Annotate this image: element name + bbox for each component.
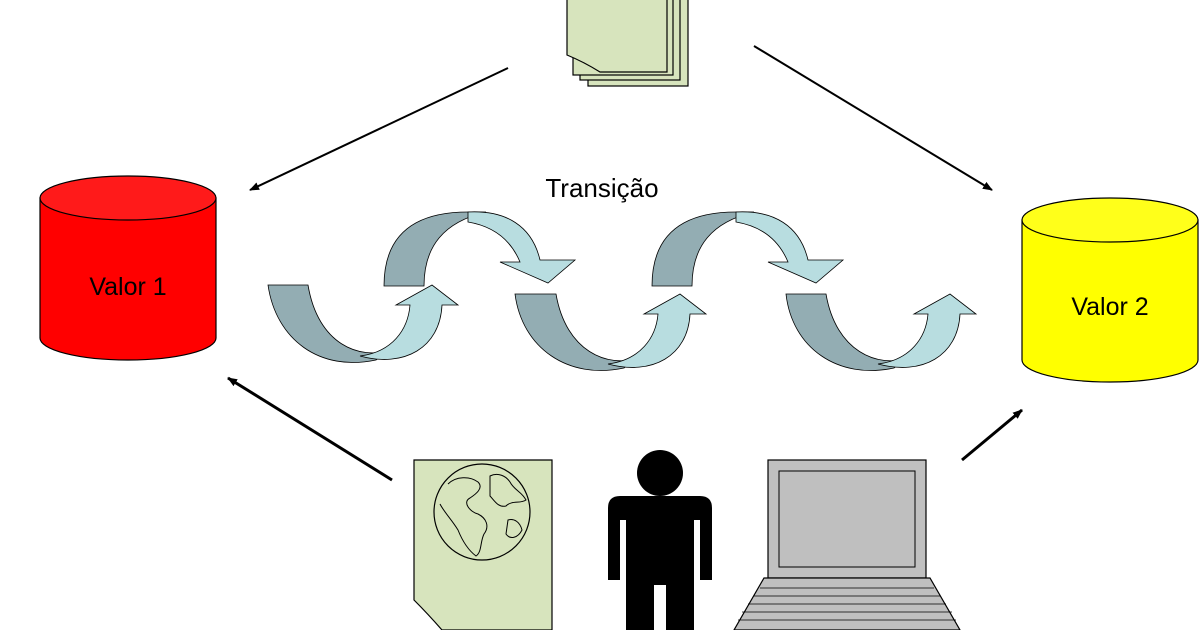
valor2-label: Valor 2 xyxy=(1071,293,1148,321)
arrow-sources-to-valor2 xyxy=(961,408,1023,462)
valor1-label: Valor 1 xyxy=(89,273,166,301)
database-icon-valor2: Valor 2 xyxy=(1021,197,1199,383)
curved-arrow-icon-2 xyxy=(514,211,845,371)
arrow-docs-to-valor2 xyxy=(753,45,993,191)
database-icon-valor1: Valor 1 xyxy=(39,175,217,361)
curved-arrow-icon-3 xyxy=(785,293,978,371)
transition-arrows xyxy=(267,211,978,371)
person-icon xyxy=(608,450,712,630)
arrow-sources-to-valor1 xyxy=(227,376,393,482)
transition-label: Transição xyxy=(545,173,658,203)
curved-arrow-icon-1 xyxy=(267,211,577,363)
connector-arrows xyxy=(227,45,1023,482)
laptop-icon xyxy=(733,459,961,630)
document-stack-icon xyxy=(566,0,689,87)
arrow-docs-to-valor1 xyxy=(249,67,509,191)
map-document-icon xyxy=(413,459,553,630)
